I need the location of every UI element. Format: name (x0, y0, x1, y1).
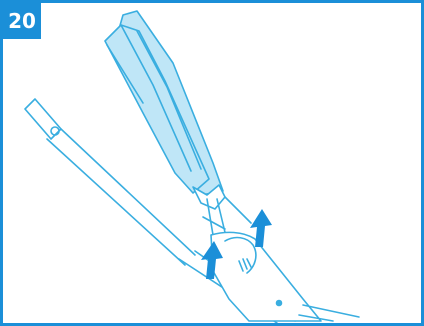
device-body (210, 231, 360, 322)
hinge-linkage (192, 184, 252, 250)
clamp-plate (104, 10, 224, 196)
step-number-badge: 20 (3, 3, 41, 39)
assembly-illustration (24, 10, 360, 323)
up-arrow-icon (201, 241, 223, 279)
up-arrow-icon (250, 209, 272, 247)
up-arrows (201, 209, 272, 279)
